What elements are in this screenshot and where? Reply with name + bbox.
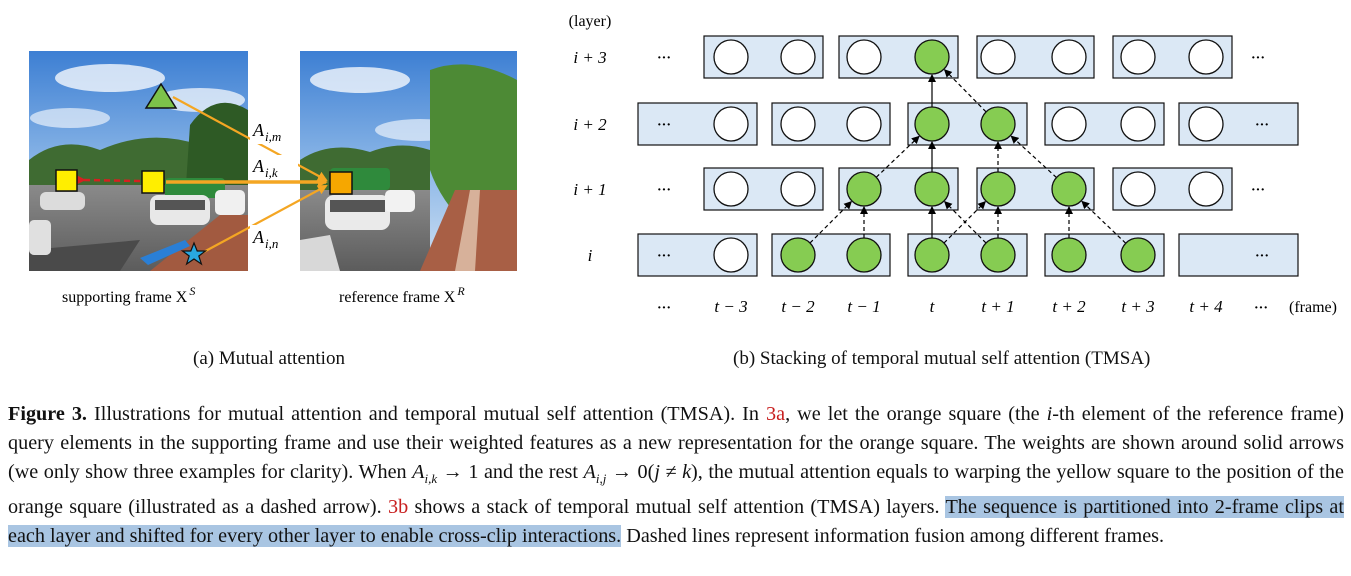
ellipsis-in-box: ··· xyxy=(657,118,671,133)
reference-frame-photo xyxy=(300,51,517,271)
node xyxy=(713,171,749,207)
ellipsis-in-box: ··· xyxy=(657,249,671,264)
active-node xyxy=(914,171,950,207)
node xyxy=(1051,39,1087,75)
node xyxy=(780,171,816,207)
node xyxy=(1120,171,1156,207)
active-node xyxy=(1051,237,1087,273)
subfig-b-caption: (b) Stacking of temporal mutual self att… xyxy=(733,348,1151,369)
orange-square-icon xyxy=(329,171,353,195)
active-node xyxy=(846,237,882,273)
frame-label: t − 2 xyxy=(781,297,815,316)
figure-caption: Figure 3. Illustrations for mutual atten… xyxy=(8,403,1344,548)
svg-text:i,m: i,m xyxy=(265,129,281,144)
frame-header: (frame) xyxy=(1289,299,1337,316)
svg-text:i,k: i,k xyxy=(265,165,278,180)
figure-svg: A i,m A i,k A i,n supporting frame XS re… xyxy=(29,13,1337,316)
layer-label: i + 3 xyxy=(573,48,606,67)
svg-text:A: A xyxy=(252,156,265,176)
active-node xyxy=(914,39,950,75)
frame-label: t + 4 xyxy=(1189,297,1223,316)
yellow-square-warped-icon xyxy=(55,169,78,192)
ellipsis-in-box: ··· xyxy=(1255,249,1269,264)
layer-label: i + 2 xyxy=(573,115,607,134)
weight-label-n: A i,n xyxy=(250,225,298,251)
subfig-a-caption: (a) Mutual attention xyxy=(193,348,345,369)
attention-arrow-m xyxy=(172,96,328,181)
frame-label: t − 3 xyxy=(714,297,747,316)
blue-star-icon xyxy=(180,241,208,266)
node xyxy=(980,39,1016,75)
yellow-square-icon xyxy=(141,170,165,194)
attention-arrow-n xyxy=(199,185,328,255)
frame-label: t xyxy=(930,297,936,316)
frame-label: t + 3 xyxy=(1121,297,1154,316)
caption-ref-3b[interactable]: 3b xyxy=(388,496,409,519)
ellipsis-outside: ··· xyxy=(657,183,671,198)
layer-label: i xyxy=(588,246,593,265)
node xyxy=(713,106,749,142)
node xyxy=(780,39,816,75)
node xyxy=(1188,106,1224,142)
ellipsis-outside: ··· xyxy=(657,51,671,66)
caption-figure-label: Figure 3. xyxy=(8,403,87,425)
ellipsis-in-box: ··· xyxy=(1255,118,1269,133)
active-node xyxy=(980,106,1016,142)
frame-ellipsis-right: ··· xyxy=(1254,301,1268,316)
node xyxy=(713,39,749,75)
node xyxy=(846,106,882,142)
weight-label-m: A i,m xyxy=(250,118,298,144)
weight-label-k: A i,k xyxy=(250,155,298,180)
frame-label: t + 1 xyxy=(981,297,1014,316)
node xyxy=(1120,39,1156,75)
frame-label: t + 2 xyxy=(1052,297,1086,316)
node xyxy=(1051,106,1087,142)
frame-ellipsis-left: ··· xyxy=(657,301,671,316)
fusion-dashed-arrow xyxy=(943,69,987,113)
svg-text:i,n: i,n xyxy=(265,236,278,251)
supporting-frame-photo xyxy=(29,51,248,271)
active-node xyxy=(980,237,1016,273)
frame-label: t − 1 xyxy=(847,297,880,316)
fusion-dashed-arrow xyxy=(875,135,920,178)
ellipsis-outside: ··· xyxy=(1251,51,1265,66)
fusion-dashed-arrow xyxy=(809,201,852,244)
active-node xyxy=(780,237,816,273)
node xyxy=(1120,106,1156,142)
svg-text:A: A xyxy=(252,227,265,247)
active-node xyxy=(846,171,882,207)
active-node xyxy=(1051,171,1087,207)
node xyxy=(713,237,749,273)
fusion-dashed-arrow xyxy=(943,201,986,244)
node xyxy=(780,106,816,142)
node xyxy=(1188,171,1224,207)
active-node xyxy=(914,237,950,273)
node xyxy=(1188,39,1224,75)
node xyxy=(846,39,882,75)
fusion-dashed-arrow xyxy=(1081,200,1127,244)
layer-label: i + 1 xyxy=(573,180,606,199)
active-node xyxy=(914,106,950,142)
fusion-dashed-arrow xyxy=(1010,135,1057,178)
active-node xyxy=(1120,237,1156,273)
green-triangle-icon xyxy=(144,82,178,109)
ellipsis-outside: ··· xyxy=(1251,183,1265,198)
active-node xyxy=(980,171,1016,207)
clip-box xyxy=(1178,233,1299,277)
tmsa-diagram: ··· ··· ··· ··· ··· ··· ··· ··· (layer) i + 3 i + … xyxy=(569,13,1337,316)
caption-ref-3a[interactable]: 3a xyxy=(766,403,786,425)
svg-text:A: A xyxy=(252,120,265,140)
layer-header: (layer) xyxy=(569,13,612,30)
